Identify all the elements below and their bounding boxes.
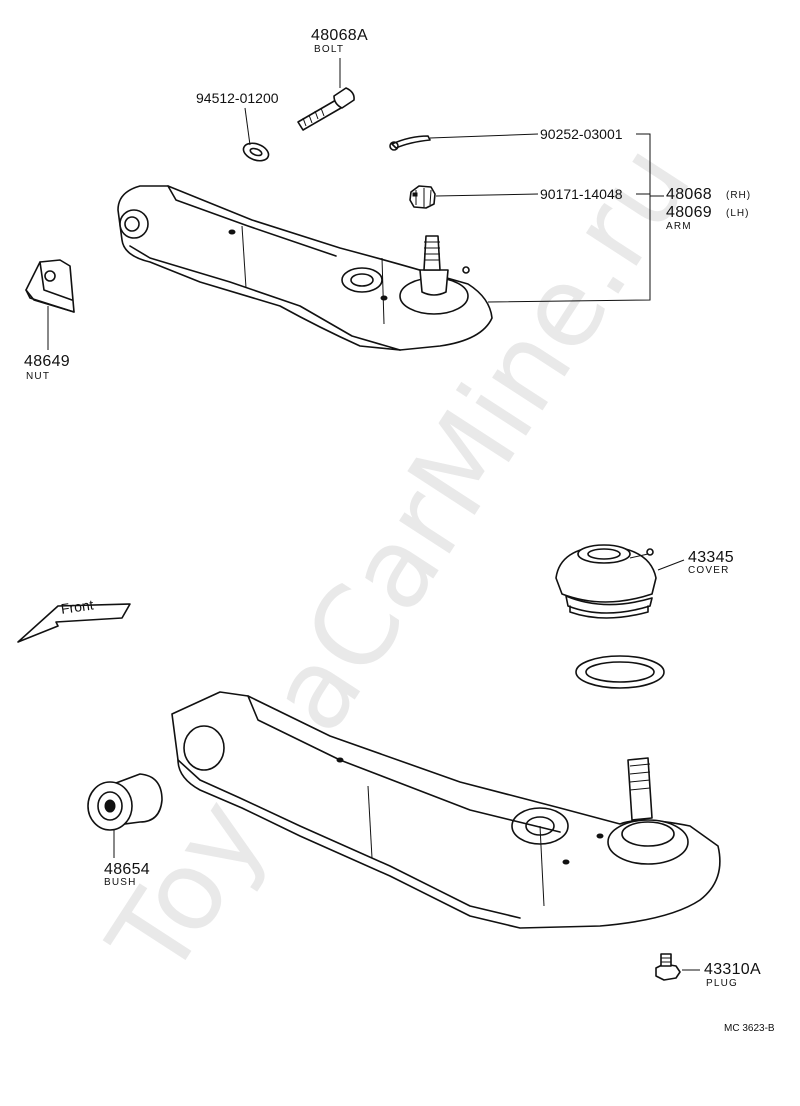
castle-nut-part[interactable] [409,185,436,209]
nut-part-number: 48649 [24,353,70,370]
cotter-pin-part-number: 90252-03001 [540,126,623,142]
washer-part-number: 94512-01200 [196,90,279,106]
dust-cover-part[interactable] [555,544,657,619]
arm-description: ARM [666,221,692,232]
lower-arm-bottom-part[interactable] [171,691,721,929]
bush-part-number: 48654 [104,861,150,878]
arm-rh-part-number: 48068 [666,186,712,203]
bolt-part[interactable] [297,87,355,131]
castle-nut-part-number: 90171-14048 [540,186,623,202]
plug-part-number: 43310A [704,961,761,978]
washer-leader-line [244,107,251,146]
arm-lh-part-number: 48069 [666,204,712,221]
spring-washer-part[interactable] [241,140,271,164]
retaining-ring-part[interactable] [575,655,665,689]
cover-part-number: 43345 [688,549,734,566]
arm-rh-side: (RH) [726,190,752,201]
bolt-part-number: 48068A [311,27,368,44]
cotter-pin-part[interactable] [389,135,431,151]
castle-nut-leader-line [435,193,539,197]
arm-lh-side: (LH) [726,208,750,219]
bolt-description: BOLT [314,44,345,55]
bush-description: BUSH [104,877,137,888]
nut-part[interactable] [25,259,75,313]
cover-leader-line [657,559,685,571]
cover-description: COVER [688,565,730,576]
plug-description: PLUG [706,978,739,989]
lower-arm-top-part[interactable] [117,185,493,351]
diagram-code: MC 3623-B [724,1023,775,1034]
arm-bracket-line [487,133,664,303]
cotter-pin-leader-line [429,133,539,139]
front-direction-arrow [17,603,131,643]
nut-description: NUT [26,371,51,382]
bush-part[interactable] [87,773,163,831]
plug-part[interactable] [655,953,681,981]
